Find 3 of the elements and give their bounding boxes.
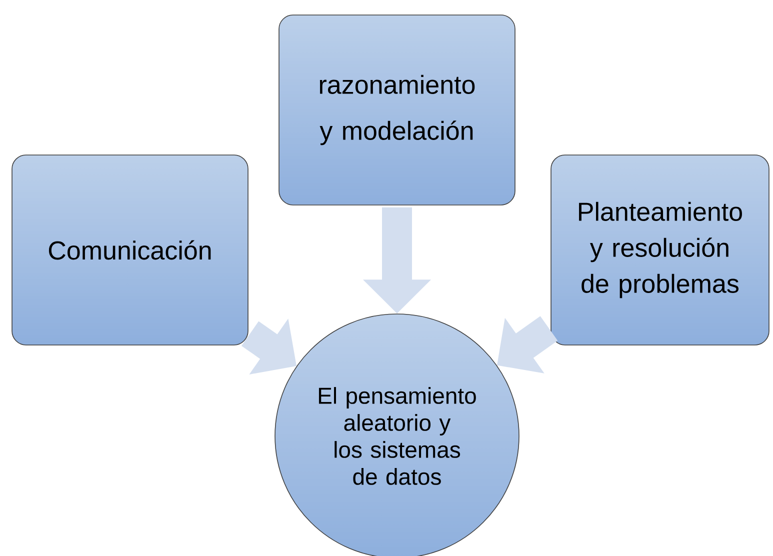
rounded-box: Comunicación: [12, 154, 248, 346]
rounded-box: Planteamiento y resolución de problemas: [550, 154, 770, 346]
rounded-box: razonamiento y modelación: [278, 14, 516, 206]
